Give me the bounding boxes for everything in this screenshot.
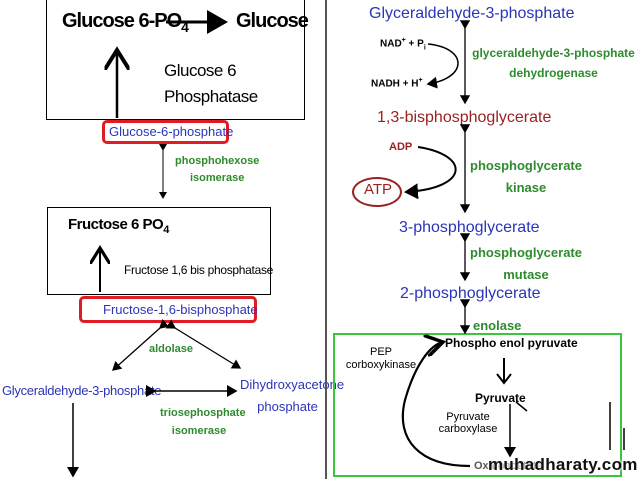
watermark: muhadharaty.com bbox=[488, 455, 638, 474]
pep-carboxykinase-label: PEP corboxykinase bbox=[345, 346, 417, 371]
panel-divider bbox=[325, 0, 327, 479]
enolase-label: enolase bbox=[473, 318, 522, 333]
atp-oval bbox=[352, 177, 402, 207]
glyceraldehyde-3-phosphate-heading: Glyceraldehyde-3-phosphate bbox=[369, 5, 575, 22]
pepck-curve bbox=[401, 342, 471, 468]
fructose-bisphosphatase-box bbox=[47, 207, 271, 295]
gapdh-enzyme-label: glyceraldehyde-3-phosphate dehydrogenase bbox=[472, 46, 635, 80]
oxaloacetate-label: Oxaloacetate bbox=[474, 460, 543, 472]
glucose-6-phosphate-highlight bbox=[102, 120, 229, 144]
phospho-enol-pyruvate-label: Phospho enol pyruvate bbox=[445, 336, 578, 350]
pyruvate-carboxylase-label: Pyruvate carboxylase bbox=[438, 411, 498, 435]
3-phosphoglycerate-label: 3-phosphoglycerate bbox=[399, 219, 540, 236]
pep-to-pyruvate-arrow bbox=[496, 358, 512, 385]
pyruvate-tick bbox=[515, 401, 528, 412]
phosphoglycerate-kinase-label: phosphoglycerate kinase bbox=[470, 158, 582, 195]
glucose-text: Glucose bbox=[236, 10, 309, 32]
triosephosphate-isomerase-label: triosephosphate isomerase bbox=[160, 407, 246, 437]
phosphohexose-isomerase-label: phosphohexose isomerase bbox=[175, 155, 260, 184]
atp-label: ATP bbox=[364, 181, 393, 198]
glucose-6-phosphate-label: Glucose-6-phosphate bbox=[109, 124, 234, 139]
bisphosphoglycerate-label: 1,3-bisphosphoglycerate bbox=[377, 109, 552, 126]
aldolase-right-arrow bbox=[165, 319, 242, 369]
glucose-phosphatase-box bbox=[46, 0, 305, 120]
fructose-bisphosphate-label: Fructose-1,6-bisphosphate bbox=[103, 302, 258, 317]
phosphoglycerate-mutase-label: phosphoglycerate mutase bbox=[470, 245, 582, 282]
glucose-6-po4-text: Glucose 6-PO4 bbox=[62, 10, 189, 35]
adp-label: ADP bbox=[389, 141, 413, 153]
pyruvate-label: Pyruvate bbox=[475, 391, 526, 405]
glucose-6-phosphatase-label: Glucose 6 Phosphatase bbox=[164, 61, 258, 106]
aldolase-left-arrow bbox=[112, 318, 170, 371]
nadh-label: NADH + H+ bbox=[371, 77, 423, 90]
2-phosphoglycerate-label: 2-phosphoglycerate bbox=[400, 285, 541, 302]
fructose-6-po4-text: Fructose 6 PO4 bbox=[68, 216, 169, 236]
nad-curve bbox=[426, 43, 459, 89]
adp-atp-curve bbox=[404, 146, 457, 200]
nad-pi-label: NAD+ + Pi bbox=[380, 37, 426, 52]
pep-bypass-box bbox=[333, 333, 622, 477]
fructose-bisphosphatase-label: Fructose 1,6 bis phosphatase bbox=[124, 263, 274, 277]
dihydroxyacetone-phosphate-label: Dihydroxyacetone phosphate bbox=[240, 377, 345, 414]
left-glyceraldehyde-3-phosphate-label: Glyceraldehyde-3-phosphate bbox=[2, 383, 162, 398]
